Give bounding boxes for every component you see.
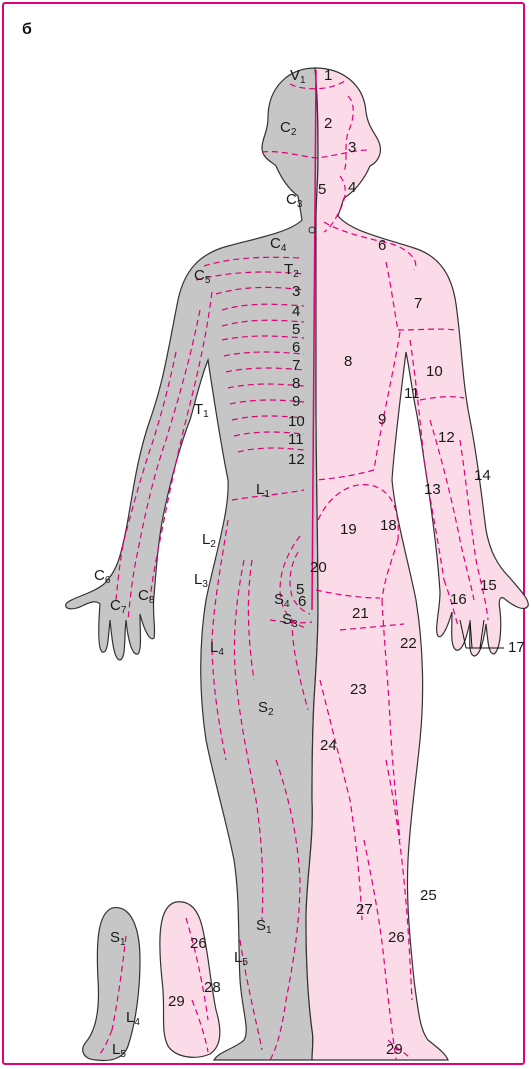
label-4: 4	[348, 179, 356, 196]
label-s6: 6	[298, 593, 306, 610]
label-19: 19	[340, 521, 357, 538]
panel-label: б	[22, 21, 32, 38]
label-t8: 8	[292, 375, 300, 392]
label-15: 15	[480, 577, 497, 594]
label-foot-26: 26	[190, 935, 207, 952]
body-right-half	[306, 68, 528, 1060]
label-t7: 7	[292, 357, 300, 374]
label-8: 8	[344, 353, 352, 370]
label-22: 22	[400, 635, 417, 652]
label-5: 5	[318, 181, 326, 198]
label-l3: L3	[194, 571, 208, 590]
label-18: 18	[380, 517, 397, 534]
label-24: 24	[320, 737, 337, 754]
label-26: 26	[388, 929, 405, 946]
label-27: 27	[356, 901, 373, 918]
label-t11: 11	[288, 431, 304, 448]
label-13: 13	[424, 481, 441, 498]
label-23: 23	[350, 681, 367, 698]
label-17: 17	[508, 639, 525, 656]
label-t3: 3	[292, 283, 300, 300]
label-t12: 12	[288, 451, 305, 468]
label-16: 16	[450, 591, 467, 608]
label-t4: 4	[292, 303, 300, 320]
label-l2: L2	[202, 531, 216, 550]
label-10: 10	[426, 363, 443, 380]
label-t6: 6	[292, 339, 300, 356]
label-t9: 9	[292, 393, 300, 410]
label-9: 9	[378, 411, 386, 428]
label-12: 12	[438, 429, 455, 446]
label-foot-l4: L4	[126, 1009, 140, 1028]
label-6: 6	[378, 237, 386, 254]
label-c6: C6	[94, 567, 111, 586]
label-20: 20	[310, 559, 327, 576]
label-2: 2	[324, 115, 332, 132]
label-29: 29	[386, 1041, 403, 1058]
label-7: 7	[414, 295, 422, 312]
label-25: 25	[420, 887, 437, 904]
label-21: 21	[352, 605, 369, 622]
label-11: 11	[404, 385, 420, 402]
label-14: 14	[474, 467, 491, 484]
label-t5: 5	[292, 321, 300, 338]
label-foot-29: 29	[168, 993, 185, 1010]
label-1: 1	[324, 67, 332, 84]
label-t10: 10	[288, 413, 305, 430]
label-t1: T1	[194, 401, 209, 420]
label-foot-28: 28	[204, 979, 221, 996]
label-3: 3	[348, 139, 356, 156]
